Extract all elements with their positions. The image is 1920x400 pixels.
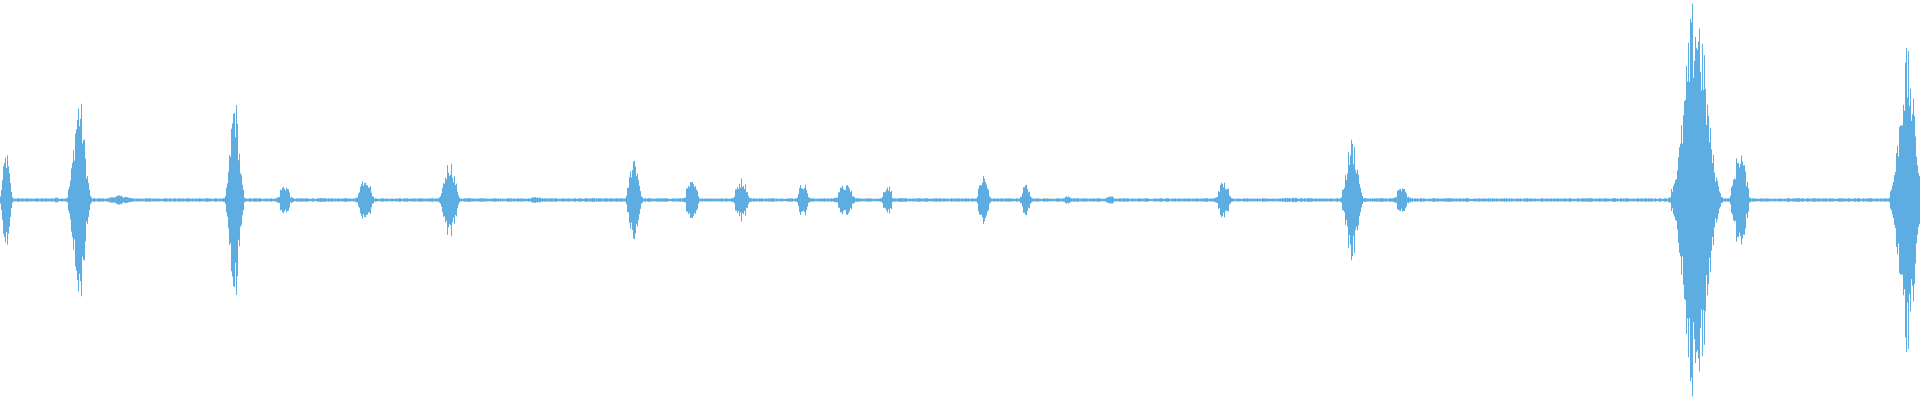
waveform-bars (0, 3, 1920, 397)
